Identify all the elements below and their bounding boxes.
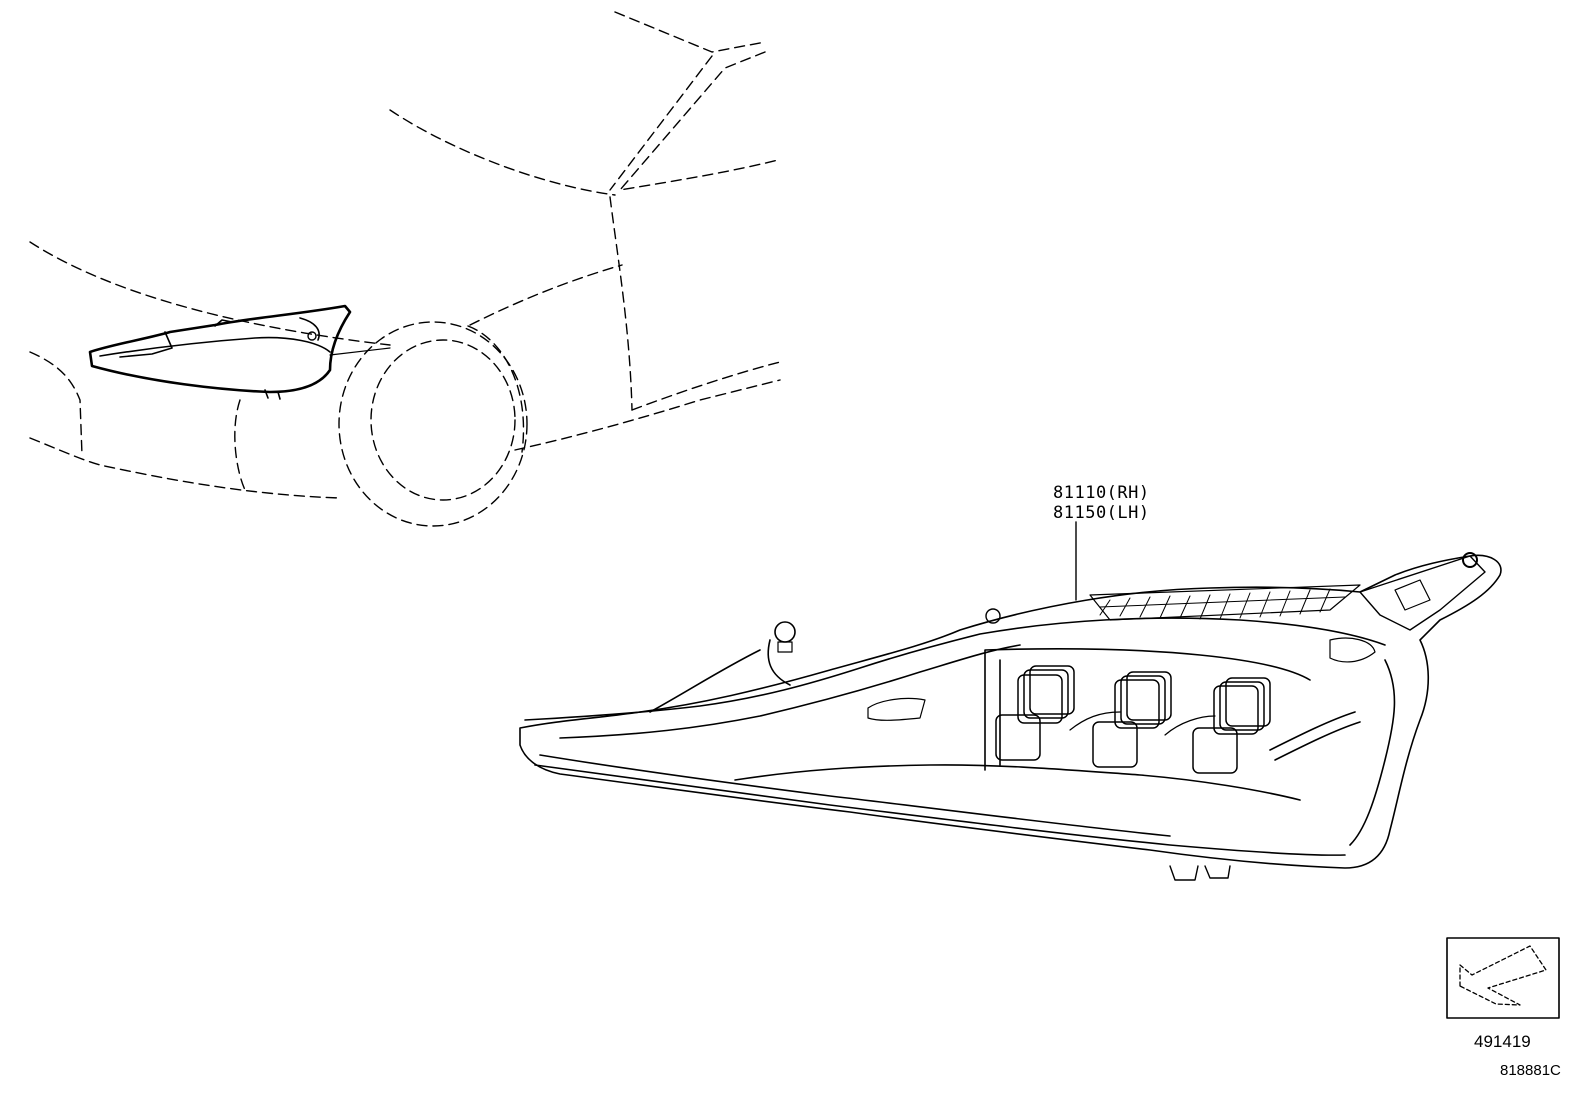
- vehicle-headlamp: [88, 304, 391, 400]
- vehicle-outline: [29, 11, 781, 499]
- front-direction-box: [1446, 937, 1560, 1019]
- headlamp-assembly: [519, 552, 1502, 881]
- part-number-lh: 81150(LH): [1053, 503, 1150, 523]
- front-direction-arrow-icon: [1459, 945, 1547, 1006]
- part-number-rh: 81110(RH): [1053, 483, 1150, 503]
- illustration-code: 818881C: [1500, 1062, 1561, 1079]
- projector-modules: [995, 665, 1271, 774]
- wheel-outline: [338, 321, 528, 527]
- front-arrow-ref-number: 491419: [1474, 1032, 1531, 1051]
